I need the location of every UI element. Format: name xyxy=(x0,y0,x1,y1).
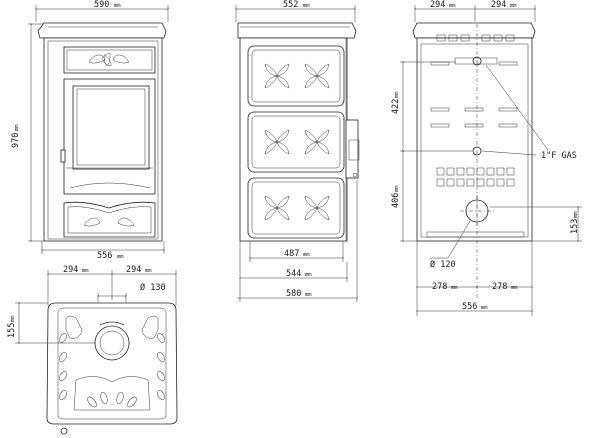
rear-base-total-label: 556 xyxy=(462,302,477,312)
front-view: 590 mm 970 mm xyxy=(11,0,169,261)
front-width-unit: mm xyxy=(114,3,121,9)
side-depth-580-unit: mm xyxy=(305,292,312,298)
top-leaves-bottom xyxy=(87,391,137,408)
svg-text:mm: mm xyxy=(511,285,518,291)
rear-opening-grid xyxy=(436,167,515,187)
rear-flue-diameter-label: Ø 120 xyxy=(430,259,456,270)
front-base-width-label: 556 xyxy=(97,251,112,261)
side-depth-580-label: 580 xyxy=(286,289,301,299)
side-top-cap xyxy=(237,22,357,39)
front-height-unit: mm xyxy=(14,124,20,131)
rear-h422-label: 422 xyxy=(391,99,401,114)
top-leaves-left xyxy=(59,333,67,400)
front-width-label: 590 xyxy=(94,0,109,10)
side-view: 552 mm 487 mm 544 mm 580 xyxy=(235,0,360,302)
svg-text:mm: mm xyxy=(394,91,400,98)
front-top-cap xyxy=(37,22,167,39)
rear-top-left-label: 294 xyxy=(430,0,445,10)
svg-text:mm: mm xyxy=(451,285,458,291)
svg-text:mm: mm xyxy=(145,268,152,274)
rear-top-vents xyxy=(436,34,515,42)
side-tile-bottom xyxy=(247,177,345,239)
side-depth-487-unit: mm xyxy=(303,252,310,258)
svg-text:mm: mm xyxy=(449,3,456,9)
top-leaves-right xyxy=(157,333,165,400)
svg-text:mm: mm xyxy=(510,3,517,9)
rear-top-cap xyxy=(412,22,536,39)
side-depth-544-label: 544 xyxy=(286,269,301,279)
rear-view: 294 mm 294 mm 1"F GAS xyxy=(391,0,582,316)
rear-base-right-label: 278 xyxy=(492,282,507,292)
side-depth-487-label: 487 xyxy=(284,249,299,259)
top-knob xyxy=(60,427,68,435)
side-flue-outlet xyxy=(345,119,359,179)
front-upper-panel xyxy=(63,46,156,74)
side-width-label: 552 xyxy=(283,0,298,10)
top-flue-ring-inner xyxy=(99,330,125,356)
top-offset-155-label: 155 xyxy=(7,323,17,338)
front-door-glass xyxy=(72,85,150,170)
top-body-outline xyxy=(46,302,178,425)
top-view: 294 mm 294 mm Ø 130 xyxy=(7,265,178,435)
rear-gas-label: 1"F GAS xyxy=(541,151,577,161)
svg-text:mm: mm xyxy=(82,268,89,274)
side-tile-top xyxy=(247,45,345,107)
front-lower-panel xyxy=(63,201,156,238)
svg-text:mm: mm xyxy=(573,211,579,218)
svg-text:mm: mm xyxy=(10,315,16,322)
side-depth-544-unit: mm xyxy=(305,272,312,278)
svg-text:mm: mm xyxy=(481,305,488,311)
rear-base-left-label: 278 xyxy=(432,282,447,292)
front-height-label: 970 xyxy=(11,133,21,148)
top-right-label: 294 xyxy=(126,265,141,275)
rear-h406-label: 406 xyxy=(391,193,401,208)
top-flue-diameter-label: Ø 130 xyxy=(140,282,166,293)
rear-h153-label: 153 xyxy=(570,219,580,234)
side-tile-middle xyxy=(247,111,345,173)
front-base-width-unit: mm xyxy=(117,254,124,260)
rear-top-right-label: 294 xyxy=(491,0,506,10)
svg-text:mm: mm xyxy=(394,185,400,192)
top-left-label: 294 xyxy=(63,265,78,275)
side-width-unit: mm xyxy=(303,3,310,9)
front-door-handle xyxy=(60,149,66,163)
